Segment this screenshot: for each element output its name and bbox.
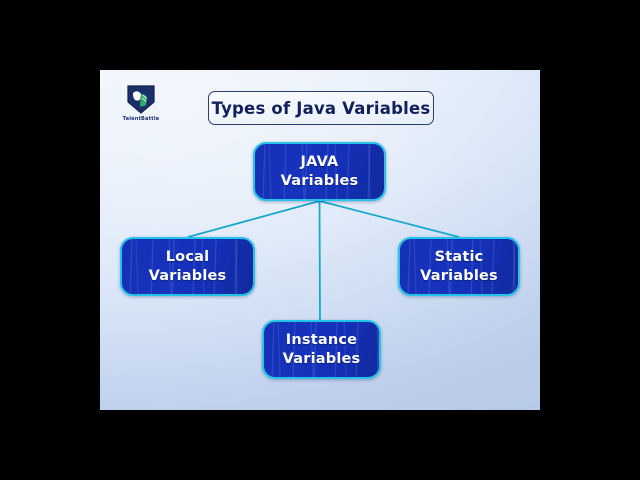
connector-root-to-local [187,200,320,238]
brand-logo-text: TalentBattle [122,116,160,122]
node-java-variables[interactable]: JAVA Variables [253,142,386,201]
node-instance-line2: Variables [282,350,361,367]
node-local-variables[interactable]: Local Variables [120,237,255,296]
connector-root-to-static [319,200,460,238]
slide-content-panel: TalentBattle Types of Java Variables JAV… [100,70,540,410]
brand-logo: TalentBattle [114,83,168,135]
node-static-variables[interactable]: Static Variables [398,237,520,296]
node-instance-line1: Instance [285,331,358,348]
shield-logo-icon [127,85,155,114]
node-static-line1: Static [434,248,484,265]
slide-title-box: Types of Java Variables [208,91,434,125]
node-instance-variables[interactable]: Instance Variables [262,320,381,379]
node-java-line2: Variables [280,172,359,189]
node-local-line2: Variables [148,267,227,284]
node-java-line1: JAVA [300,153,339,170]
page-title: Types of Java Variables [211,98,431,118]
node-static-line2: Variables [420,267,498,284]
connector-root-to-instance [318,200,321,321]
connector-lines-group [187,200,460,321]
node-local-line1: Local [165,248,210,265]
